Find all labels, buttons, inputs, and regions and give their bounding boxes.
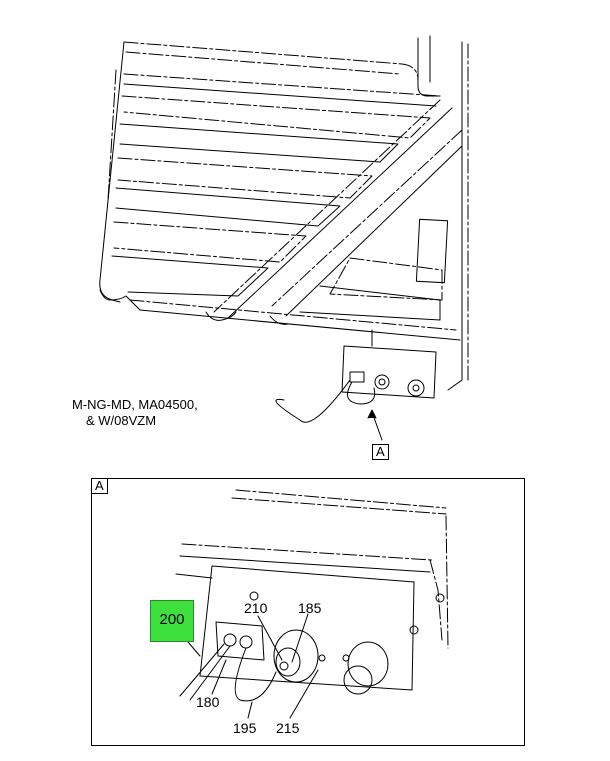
- detail-tag: A: [92, 479, 108, 494]
- detail-frame: [91, 478, 525, 746]
- model-note-line-2: & W/08VZM: [86, 413, 157, 428]
- callout-185[interactable]: 185: [298, 600, 322, 616]
- callout-210[interactable]: 210: [244, 600, 268, 616]
- callout-195[interactable]: 195: [233, 720, 257, 736]
- detail-view: [175, 489, 449, 719]
- cab-floor-panel: [99, 35, 469, 441]
- model-note: M-NG-MD, MA04500, & W/08VZM: [72, 397, 198, 429]
- callout-215[interactable]: 215: [276, 720, 300, 736]
- callout-180[interactable]: 180: [196, 694, 220, 710]
- model-note-line-1: M-NG-MD, MA04500,: [72, 397, 198, 412]
- callout-200-highlight[interactable]: 200: [150, 600, 194, 642]
- view-tag: A: [372, 444, 389, 460]
